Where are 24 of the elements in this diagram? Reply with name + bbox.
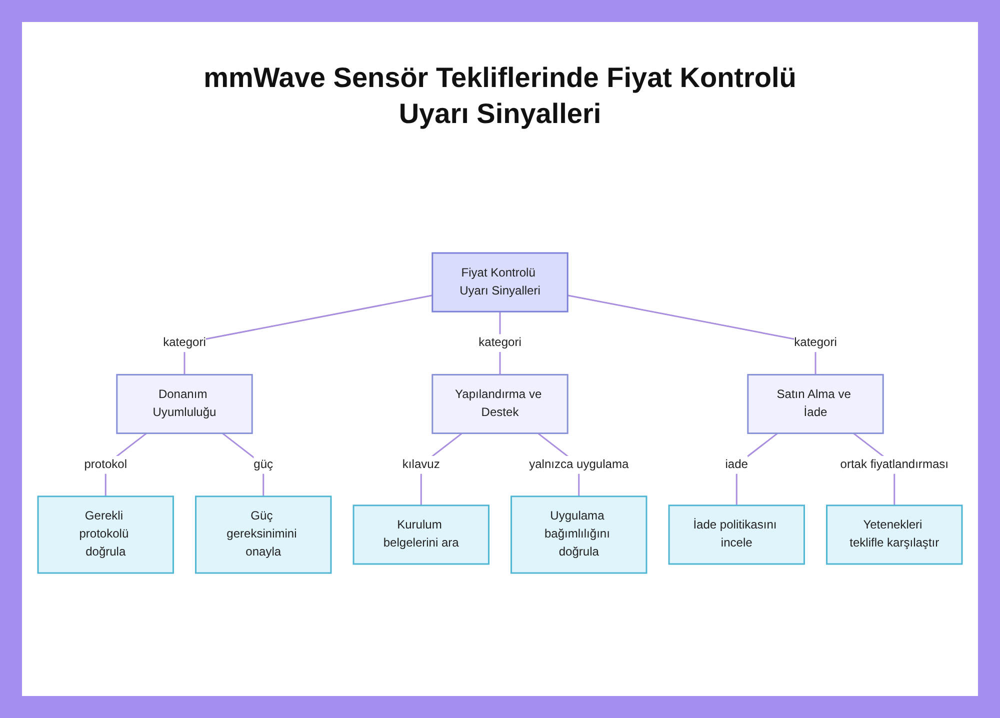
connector (567, 294, 816, 375)
node-box: Uygulama bağımlılığını doğrula (510, 496, 648, 574)
node-box: Satın Alma ve İade (747, 374, 884, 434)
diagram-title: mmWave Sensör Tekliflerinde Fiyat Kontrolü Uyarı Sinyalleri (202, 61, 798, 131)
edge-label: yalnızca uygulama (529, 458, 629, 471)
edge-label: kategori (163, 336, 206, 350)
edge-label: kategori (794, 336, 837, 350)
connector (184, 294, 433, 375)
node-box: Güç gereksinimini onayla (195, 496, 332, 574)
edge-label: kategori (478, 336, 522, 350)
edge-label: ortak fiyatlandırması (840, 458, 948, 471)
edge-label: güç (254, 458, 274, 471)
node-box: Yapılandırma ve Destek (432, 374, 568, 434)
edge-label: kılavuz (402, 458, 440, 471)
node-box: Gerekli protokolü doğrula (37, 496, 174, 574)
node-box: Yetenekleri teklifle karşılaştır (826, 504, 963, 565)
node-box: İade politikasını incele (668, 504, 805, 565)
node-box: Kurulum belgelerini ara (352, 504, 490, 565)
node-box: Fiyat Kontrolü Uyarı Sinyalleri (432, 252, 568, 312)
edge-label: protokol (84, 458, 127, 471)
edge-label: iade (725, 458, 748, 471)
node-box: Donanım Uyumluluğu (116, 374, 253, 434)
connector (736, 432, 778, 506)
connector (222, 432, 264, 496)
